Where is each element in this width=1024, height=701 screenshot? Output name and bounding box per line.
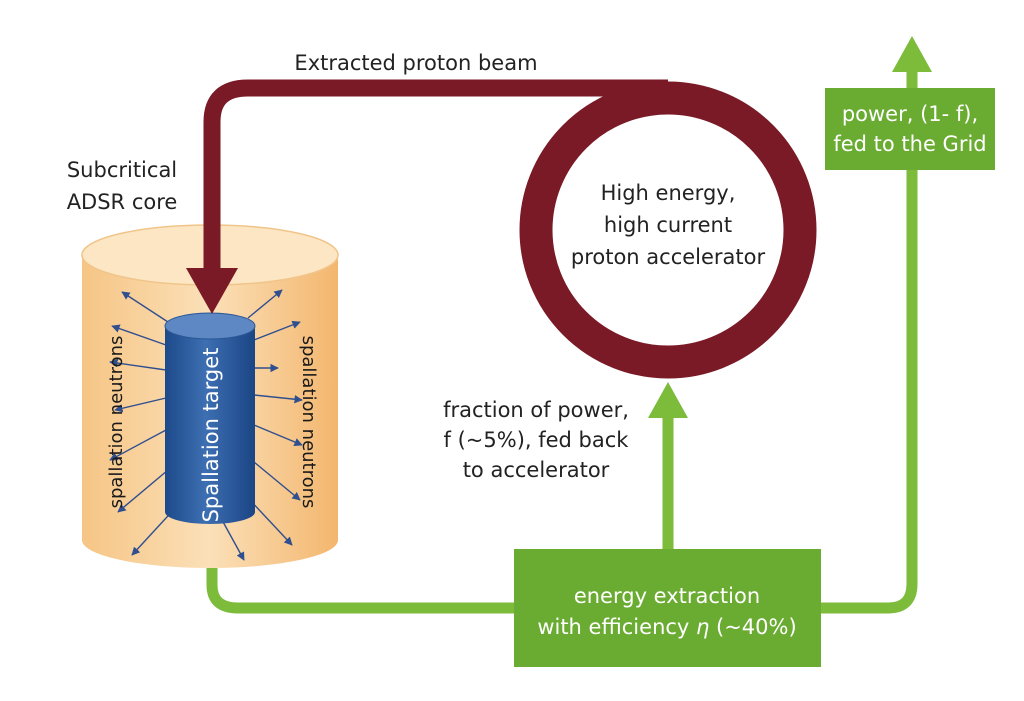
neutron-arrow xyxy=(121,291,169,323)
grid-arrow-head xyxy=(892,36,932,72)
extraction-line2-pre: with efficiency xyxy=(537,615,696,639)
accelerator-label-line3: proton accelerator xyxy=(571,245,766,269)
power-flow xyxy=(206,36,932,614)
core-to-extraction-line xyxy=(206,568,520,614)
feedback-arrow-head xyxy=(648,382,688,418)
energy-extraction-box: energy extraction with efficiency η (~40… xyxy=(514,549,821,667)
neutron-arrow xyxy=(221,519,245,561)
extraction-box-bg xyxy=(514,549,821,667)
neutrons-right-label: spallation neutrons xyxy=(298,336,319,509)
neutron-arrow xyxy=(253,424,303,446)
neutrons-left-label: spallation neutrons xyxy=(106,336,127,509)
extraction-label-line2: with efficiency η (~40%) xyxy=(537,615,796,639)
accelerator-label-line1: High energy, xyxy=(601,181,736,205)
neutron-arrow xyxy=(114,397,167,413)
extraction-line2-post: (~40%) xyxy=(709,615,796,639)
feedback-label-line3: to accelerator xyxy=(463,458,610,482)
grid-box-bg xyxy=(825,88,995,170)
neutron-arrow xyxy=(117,469,169,513)
neutron-arrows xyxy=(109,289,303,561)
accelerator-ring xyxy=(519,81,817,379)
neutron-arrow xyxy=(109,358,167,371)
grid-label-line2: fed to the Grid xyxy=(833,132,986,156)
beam-label: Extracted proton beam xyxy=(294,51,537,75)
extraction-label-line1: energy extraction xyxy=(574,584,760,608)
core-label-line1: Subcritical xyxy=(67,158,177,182)
target-label: Spallation target xyxy=(199,348,223,523)
neutron-arrow xyxy=(111,324,167,346)
neutron-arrow xyxy=(253,461,301,501)
neutron-arrow xyxy=(109,429,167,461)
target-top xyxy=(164,312,256,340)
grid-label-line1: power, (1- f), xyxy=(842,102,978,126)
feedback-label-line1: fraction of power, xyxy=(443,398,629,422)
proton-beam xyxy=(186,79,668,314)
spallation-target: Spallation target xyxy=(164,312,256,524)
beam-arrow-head xyxy=(186,268,238,314)
neutron-arrow xyxy=(247,497,293,546)
neutron-arrow xyxy=(253,320,301,341)
extraction-to-grid-line xyxy=(818,70,918,614)
accelerator-label-line2: high current xyxy=(604,213,732,237)
feedback-label-line2: f (~5%), fed back xyxy=(444,428,630,452)
extraction-line2-eta: η xyxy=(696,615,709,639)
neutron-arrow xyxy=(253,394,303,404)
beam-line xyxy=(203,79,668,282)
grid-box: power, (1- f), fed to the Grid xyxy=(825,88,995,170)
core-label-line2: ADSR core xyxy=(67,190,178,214)
neutron-arrow xyxy=(247,289,283,319)
target-body xyxy=(165,326,255,524)
